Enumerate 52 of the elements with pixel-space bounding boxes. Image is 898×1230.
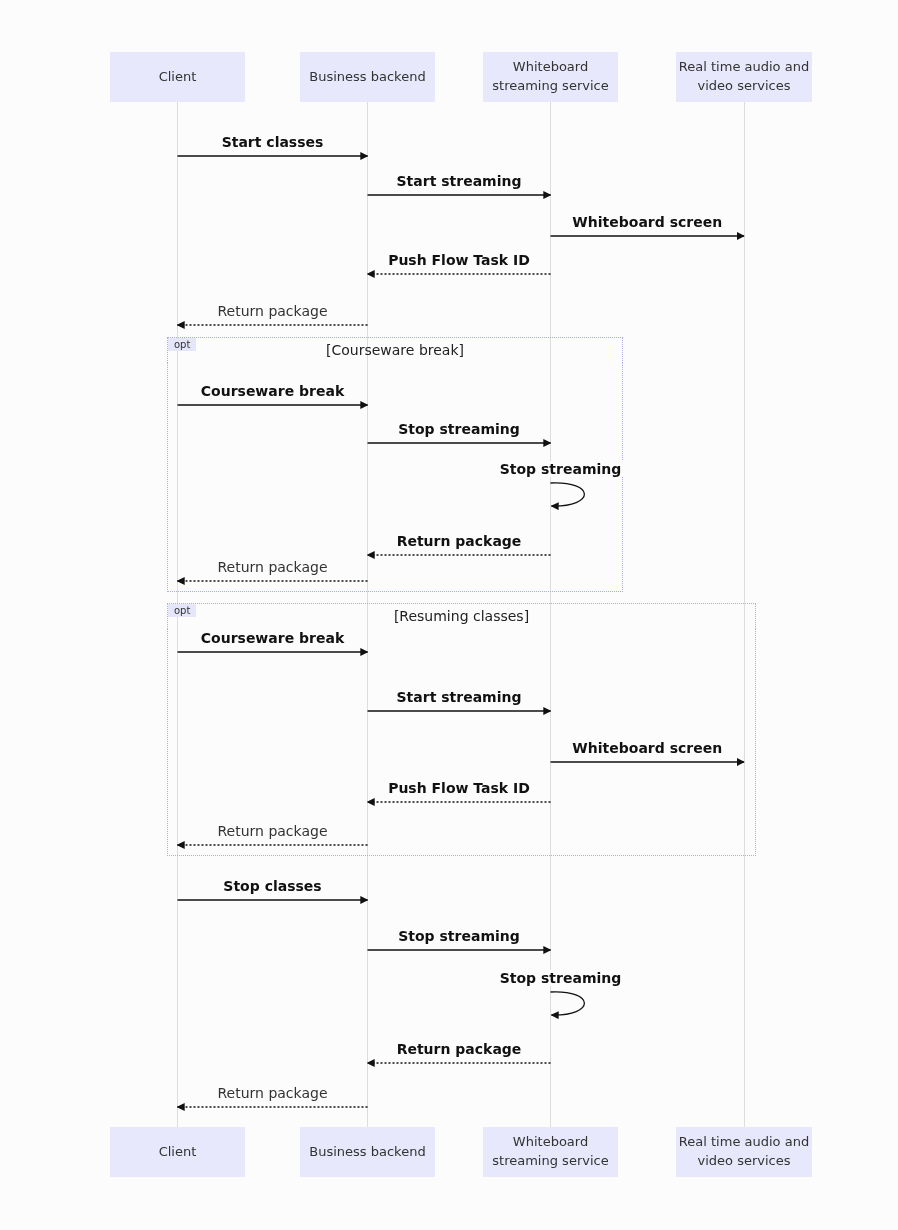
participant-box: Business backend [300, 52, 435, 102]
participant-box: Business backend [300, 1127, 435, 1177]
edge-label: Whiteboard screen [570, 214, 725, 230]
frame-condition: [Resuming classes] [393, 608, 530, 624]
edge-label: Push Flow Task ID [386, 780, 532, 796]
message-arrow [366, 798, 552, 806]
edge-label: Return package [215, 303, 330, 319]
self-message-arrow [549, 991, 586, 1019]
participant-box: Client [110, 1127, 245, 1177]
message-arrow [366, 946, 552, 954]
edge-label: Stop streaming [396, 421, 522, 437]
edge-label: Start classes [219, 134, 326, 150]
optional-frame [167, 603, 756, 629]
edge-label: Whiteboard screen [570, 740, 725, 756]
frame-condition: [Courseware break] [326, 342, 464, 358]
message-arrow [366, 1059, 552, 1067]
participant-box: Real time audio and video services [676, 1127, 812, 1177]
message-arrow [549, 758, 745, 766]
participant-box: Whiteboard streaming service [483, 1127, 618, 1177]
message-arrow [176, 1103, 369, 1111]
participant-box: Client [110, 52, 245, 102]
frame-tag: opt [168, 604, 197, 617]
edge-label: Stop classes [221, 878, 324, 894]
message-arrow [366, 551, 552, 559]
message-arrow [176, 152, 369, 160]
message-arrow [176, 648, 369, 656]
optional-frame [167, 337, 623, 363]
message-arrow [176, 321, 369, 329]
edge-label: Stop streaming [396, 928, 522, 944]
frame-tag: opt [168, 338, 197, 351]
participant-box: Real time audio and video services [676, 52, 812, 102]
message-arrow [176, 577, 369, 585]
edge-label: Return package [215, 823, 330, 839]
message-arrow [366, 439, 552, 447]
edge-label: Courseware break [198, 383, 347, 399]
self-message-arrow [549, 482, 586, 510]
edge-label: Stop streaming [497, 461, 624, 477]
edge-label: Push Flow Task ID [386, 252, 532, 268]
edge-label: Start streaming [394, 173, 524, 189]
message-arrow [366, 191, 552, 199]
message-arrow [176, 401, 369, 409]
message-arrow [366, 707, 552, 715]
edge-label: Stop streaming [497, 970, 624, 986]
message-arrow [366, 270, 552, 278]
message-arrow [549, 232, 745, 240]
edge-label: Return package [215, 1085, 330, 1101]
edge-label: Courseware break [198, 630, 347, 646]
edge-label: Start streaming [394, 689, 524, 705]
message-arrow [176, 896, 369, 904]
participant-box: Whiteboard streaming service [483, 52, 618, 102]
message-arrow [176, 841, 369, 849]
edge-label: Return package [215, 559, 330, 575]
